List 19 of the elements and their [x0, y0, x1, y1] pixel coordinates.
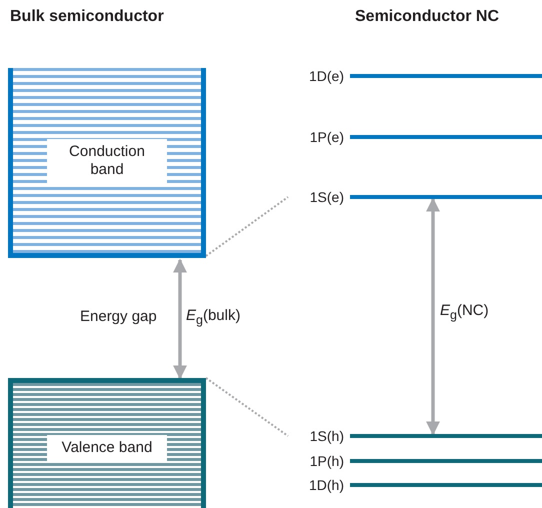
- double-arrow: [426, 198, 440, 436]
- valence-band-box: [8, 378, 206, 508]
- dotted-line: [205, 196, 289, 257]
- double-arrow: [173, 258, 187, 380]
- column-heading: Semiconductor NC: [355, 8, 500, 26]
- edge-label: E$_{g}$(bulk): [184, 307, 242, 327]
- edge-label: E$_{g}$(NC): [438, 302, 491, 322]
- level-label: 1P(e): [308, 129, 344, 145]
- conduction-band-box: [8, 68, 206, 258]
- dotted-line: [205, 377, 289, 437]
- level-label: 1P(h): [308, 453, 344, 469]
- band-label: Conduction band: [47, 138, 167, 182]
- level-label: 1S(e): [308, 189, 344, 205]
- level-label: 1D(e): [308, 68, 344, 84]
- column-heading: Bulk semiconductor: [10, 8, 164, 26]
- gap-label: Energy gap: [80, 308, 157, 325]
- level-label: 1S(h): [308, 428, 344, 444]
- level-label: 1D(h): [308, 477, 344, 493]
- band-label: Valence band: [47, 435, 167, 461]
